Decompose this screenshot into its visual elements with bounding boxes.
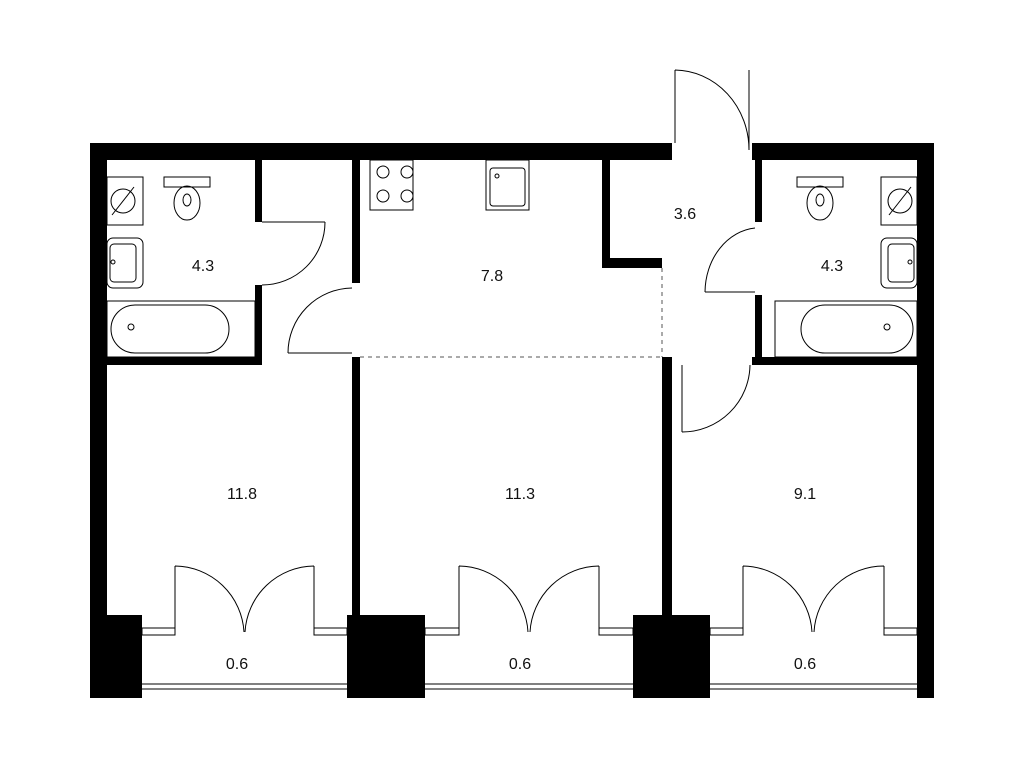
area-label-bathroom-left: 4.3: [192, 258, 214, 275]
kitchen-sink-icon: [485, 159, 530, 211]
left-wall: [90, 143, 107, 698]
bath-right-wall-lower: [755, 295, 762, 365]
kitchen-door[interactable]: [287, 287, 353, 354]
sink-icon: [106, 237, 144, 289]
column-right: [633, 615, 710, 698]
area-label-kitchen: 7.8: [481, 268, 503, 285]
kitchen-corner-wall: [602, 258, 662, 268]
bath-right-bottom-wall: [752, 357, 917, 365]
kitchen-left-wall: [352, 160, 360, 283]
area-label-balcony-right: 0.6: [794, 656, 816, 673]
balcony-door-right[interactable]: [709, 565, 918, 636]
bathroom-left-door[interactable]: [261, 221, 326, 286]
area-label-bedroom-left: 11.8: [227, 486, 257, 503]
area-label-balcony-middle: 0.6: [509, 656, 531, 673]
entrance-door[interactable]: [674, 69, 750, 151]
column-middle: [347, 615, 425, 698]
sink-icon-right: [880, 237, 918, 289]
top-wall-left: [90, 143, 672, 160]
area-label-bathroom-right: 4.3: [821, 258, 843, 275]
bathroom-right-door[interactable]: [704, 227, 756, 293]
bathtub-icon-right: [774, 300, 918, 358]
bedroom-right-door[interactable]: [681, 364, 751, 433]
toilet-icon-right: [796, 176, 844, 221]
area-label-balcony-left: 0.6: [226, 656, 248, 673]
living-right-wall: [662, 357, 672, 615]
kitchen-right-wall: [602, 160, 610, 268]
area-label-bedroom-right: 9.1: [794, 486, 816, 503]
column-left: [90, 615, 142, 698]
washing-machine-icon: [106, 176, 144, 226]
bath-left-bottom-wall: [107, 357, 262, 365]
balcony-door-middle[interactable]: [424, 565, 634, 636]
bath-left-wall-upper: [255, 160, 262, 222]
area-label-living-room: 11.3: [505, 486, 535, 503]
top-wall-right: [752, 143, 934, 160]
bath-left-wall-lower: [255, 285, 262, 365]
bath-right-wall-upper: [755, 160, 762, 222]
area-label-hallway: 3.6: [674, 206, 696, 223]
washing-machine-icon-right: [880, 176, 918, 226]
balcony-door-left[interactable]: [141, 565, 348, 636]
living-left-wall: [352, 357, 360, 615]
toilet-icon: [163, 176, 211, 221]
right-wall: [917, 143, 934, 698]
bathtub-icon: [106, 300, 256, 358]
stove-icon: [369, 159, 414, 211]
